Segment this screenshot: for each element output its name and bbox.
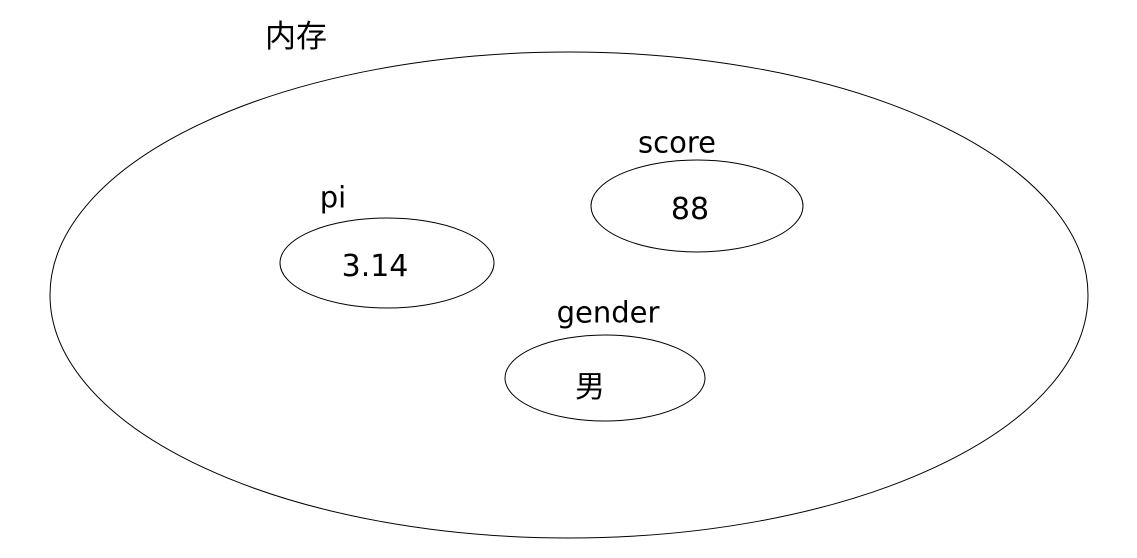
variable-label-pi: pi <box>319 180 347 215</box>
variable-value-pi: 3.14 <box>341 249 409 284</box>
variable-label-score: score <box>638 125 716 160</box>
variable-ellipse-pi <box>279 217 495 309</box>
memory-region-ellipse <box>49 51 1089 539</box>
variable-ellipse-gender <box>504 334 706 422</box>
variable-ellipse-score <box>590 159 804 253</box>
variable-value-score: 88 <box>670 192 710 227</box>
variable-value-gender: 男 <box>575 370 605 405</box>
variable-label-gender: gender <box>556 295 660 330</box>
memory-region-label: 内存 <box>265 19 327 55</box>
